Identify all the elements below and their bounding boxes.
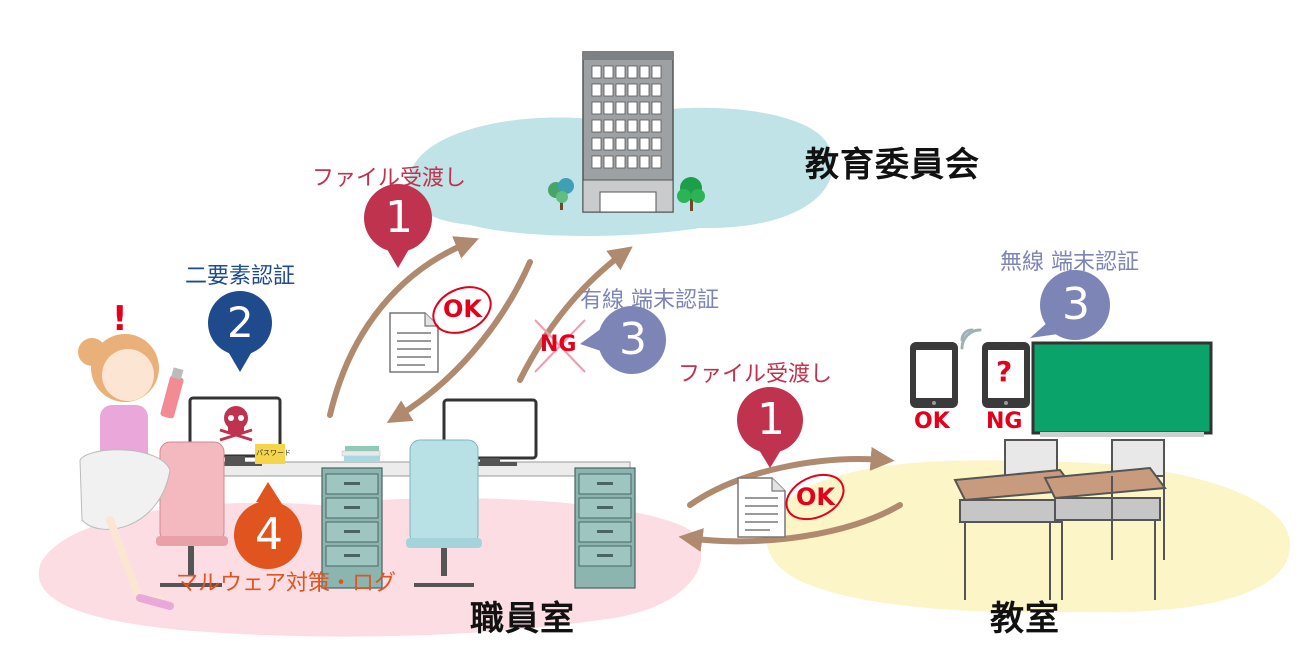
pin-number-step1-top: 1: [385, 192, 413, 243]
caption-two-factor: 二要素認証: [185, 264, 296, 289]
label-board-of-education: 教育委員会: [805, 145, 980, 185]
ok-badge-top: OK: [443, 295, 482, 323]
pin-step1-class: [737, 387, 803, 468]
label-classroom: 教室: [990, 599, 1060, 639]
green-blackboard: [1031, 341, 1213, 437]
ng-badge-wired: NG: [540, 332, 577, 357]
tree-left: [548, 178, 574, 210]
document-icon-class: [737, 477, 786, 538]
ok-circle-class: [785, 473, 845, 521]
arrow-staff-to-class: [687, 446, 895, 508]
office-building: [582, 51, 674, 213]
arrow-class-to-staff: [678, 502, 903, 552]
pin-number-step3-wired: 3: [619, 314, 647, 365]
pin-step4: [234, 482, 302, 569]
cabinet-left: [321, 467, 383, 589]
password-sticky-note: パスワード: [256, 449, 291, 457]
pin-step2: [208, 291, 272, 372]
ok-circle-top: [432, 286, 492, 334]
pin-step1-top: [364, 184, 432, 268]
pin-number-step3-wireless: 3: [1062, 279, 1090, 330]
arrow-wired-to-board: [517, 246, 633, 383]
caption-file-transfer-top: ファイル受渡し: [312, 166, 467, 191]
cabinet-right: [574, 467, 636, 589]
caption-wireless-auth: 無線 端末認証: [1000, 250, 1139, 275]
pin-step3-wireless: [1030, 270, 1110, 340]
arrow-staff-to-board: [327, 236, 479, 418]
question-mark-icon: ?: [996, 355, 1013, 388]
exclamation-icon: !: [112, 299, 128, 339]
caption-file-transfer-class: ファイル受渡し: [678, 362, 833, 387]
tablet-ok-label: OK: [914, 409, 950, 434]
document-icon-top: [389, 312, 439, 373]
girl-with-usb: [78, 334, 184, 610]
caption-malware-log: マルウェア対策・ログ: [176, 571, 397, 596]
pin-number-step2: 2: [227, 298, 254, 347]
tablet-ng: [982, 342, 1030, 408]
label-staff-room: 職員室: [470, 599, 575, 639]
pin-number-step4: 4: [255, 509, 283, 560]
caption-wired-auth: 有線 端末認証: [580, 288, 719, 313]
ok-badge-class: OK: [796, 483, 835, 511]
skull-icon: [219, 406, 253, 442]
tablet-ng-label: NG: [986, 409, 1023, 434]
pin-number-step1-class: 1: [757, 394, 785, 445]
ng-cross-mark: [534, 319, 586, 373]
pin-step3-wired: [580, 306, 666, 374]
school-desks: [953, 439, 1167, 600]
tree-right: [677, 177, 705, 211]
chair-blue: [406, 439, 482, 587]
tablet-ok: [910, 342, 958, 408]
chair-pink: [156, 441, 228, 587]
wifi-signal-icon: [960, 328, 982, 350]
arrow-board-to-staff: [386, 259, 533, 423]
